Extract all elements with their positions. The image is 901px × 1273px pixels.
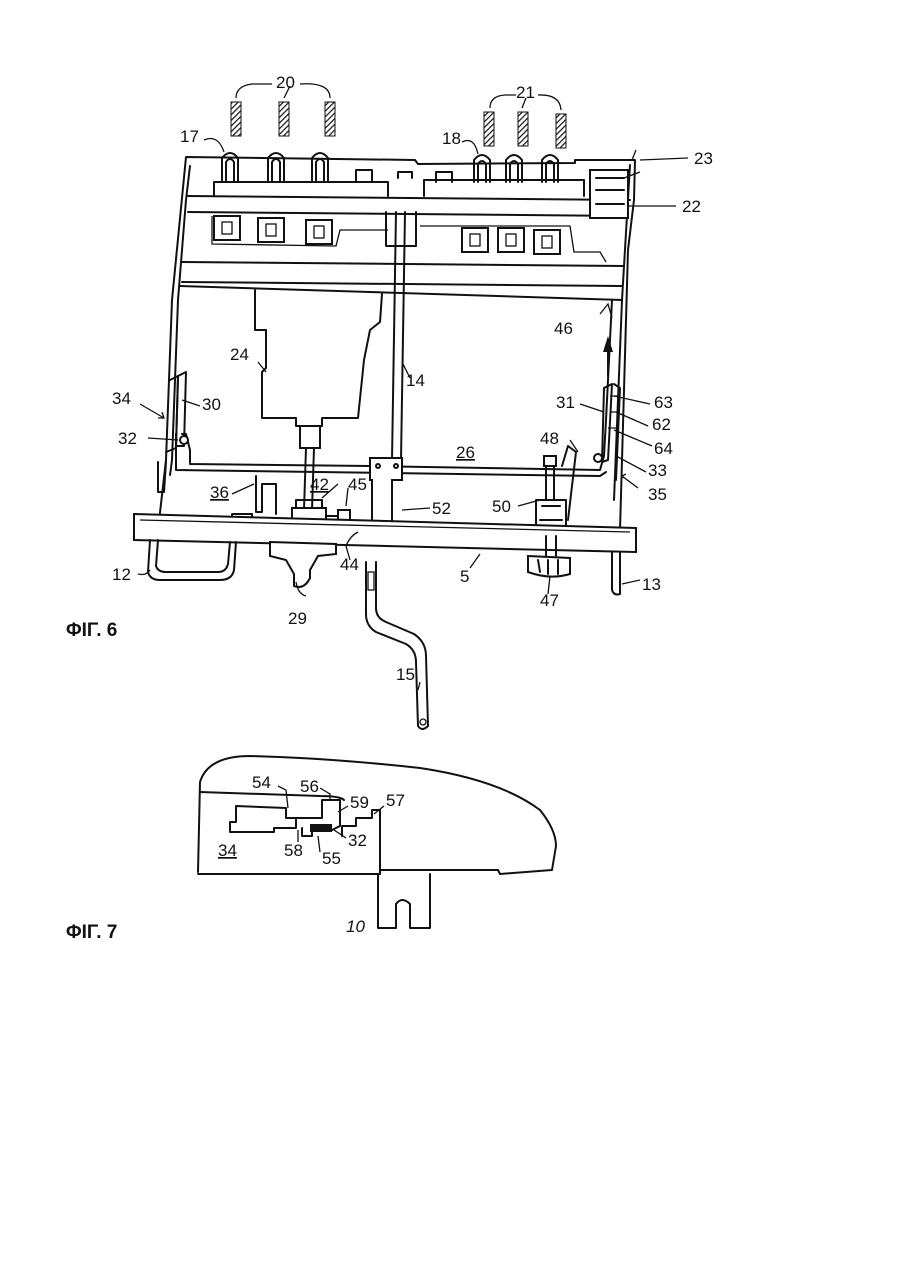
label-63: 63 — [654, 393, 673, 412]
label-47: 47 — [540, 591, 559, 610]
windows — [212, 216, 606, 262]
label-44: 44 — [340, 555, 359, 574]
label-22: 22 — [682, 197, 701, 216]
handle-12 — [148, 540, 236, 580]
label-29: 29 — [288, 609, 307, 628]
label-57: 57 — [386, 791, 405, 810]
label-42: 42 — [310, 475, 329, 494]
label-31: 31 — [556, 393, 575, 412]
label-26: 26 — [456, 443, 475, 462]
label-46: 46 — [554, 319, 573, 338]
lever-15 — [366, 562, 428, 729]
label-33: 33 — [648, 461, 667, 480]
label-45: 45 — [348, 475, 367, 494]
label-15: 15 — [396, 665, 415, 684]
label-64: 64 — [654, 439, 673, 458]
label-55: 55 — [322, 849, 341, 868]
label-32-fig7: 32 — [348, 831, 367, 850]
label-56: 56 — [300, 777, 319, 796]
arrow-46 — [600, 304, 613, 376]
label-30: 30 — [202, 395, 221, 414]
fig6-labels: 20 21 17 18 23 22 46 24 14 34 30 31 63 6… — [66, 73, 713, 684]
mechanism-50 — [536, 446, 576, 536]
label-48: 48 — [540, 429, 559, 448]
label-13: 13 — [642, 575, 661, 594]
figure-7: 54 56 59 57 34 58 55 32 10 ΦΙΓ. 7 — [66, 756, 556, 943]
label-20: 20 — [276, 73, 295, 92]
label-14: 14 — [406, 371, 425, 390]
label-21: 21 — [516, 83, 535, 102]
label-18: 18 — [442, 129, 461, 148]
label-17: 17 — [180, 127, 199, 146]
label-24: 24 — [230, 345, 249, 364]
label-35: 35 — [648, 485, 667, 504]
handle-13 — [612, 552, 620, 595]
label-36: 36 — [210, 483, 229, 502]
label-10: 10 — [346, 917, 365, 936]
label-34-fig7: 34 — [218, 841, 237, 860]
label-5: 5 — [460, 567, 469, 586]
label-58: 58 — [284, 841, 303, 860]
figure-6: 20 21 17 18 23 22 46 24 14 34 30 31 63 6… — [66, 73, 713, 729]
fig7-labels: 54 56 59 57 34 58 55 32 10 ΦΙΓ. 7 — [66, 773, 405, 943]
label-62: 62 — [652, 415, 671, 434]
label-34: 34 — [112, 389, 131, 408]
label-52: 52 — [432, 499, 451, 518]
figure-7-caption: ΦΙΓ. 7 — [66, 922, 117, 943]
label-12: 12 — [112, 565, 131, 584]
foot-29 — [270, 542, 336, 596]
label-23: 23 — [694, 149, 713, 168]
label-59: 59 — [350, 793, 369, 812]
label-50: 50 — [492, 497, 511, 516]
label-32: 32 — [118, 429, 137, 448]
figure-6-caption: ΦΙΓ. 6 — [66, 620, 117, 641]
label-54: 54 — [252, 773, 271, 792]
